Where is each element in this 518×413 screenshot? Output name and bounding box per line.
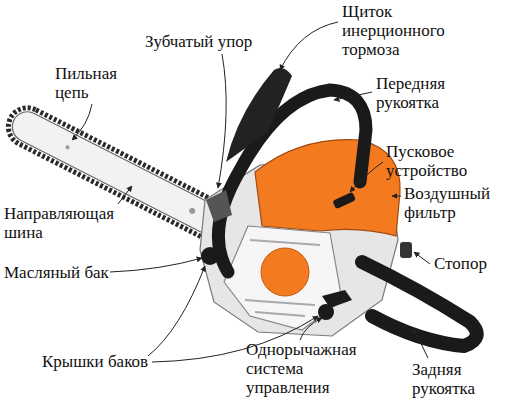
starter-cover bbox=[261, 248, 309, 296]
part-label: Стопор bbox=[434, 254, 487, 273]
rear-handle bbox=[362, 262, 477, 346]
part-label: Задняя рукоятка bbox=[412, 360, 504, 398]
part-label: Передняя рукоятка bbox=[376, 74, 466, 112]
part-label: Зубчатый упор bbox=[145, 32, 252, 51]
part-label: Пусковое устройство bbox=[386, 142, 501, 180]
engine-cover bbox=[255, 140, 400, 236]
starter-grip bbox=[332, 192, 356, 209]
part-label: Щиток инерционного тормоза bbox=[342, 2, 450, 59]
leader-lines bbox=[72, 22, 430, 362]
part-label: Масляный бак bbox=[4, 263, 109, 282]
part-label: Воздушный фильтр bbox=[404, 184, 512, 222]
part-label: Однорычажная система управления bbox=[246, 340, 371, 397]
starter-housing bbox=[224, 226, 342, 330]
part-label: Пильная цепь bbox=[55, 64, 135, 102]
vent-slots bbox=[245, 240, 320, 316]
part-label: Направляющая шина bbox=[4, 204, 129, 242]
tank-cap bbox=[318, 304, 334, 320]
stop-switch bbox=[400, 242, 412, 258]
brake-guard bbox=[226, 68, 292, 162]
part-label: Крышки баков bbox=[42, 352, 148, 371]
tank-cap bbox=[201, 247, 219, 265]
front-handle bbox=[218, 90, 366, 272]
guide-bar bbox=[2, 101, 236, 245]
bucking-spike bbox=[206, 190, 232, 222]
